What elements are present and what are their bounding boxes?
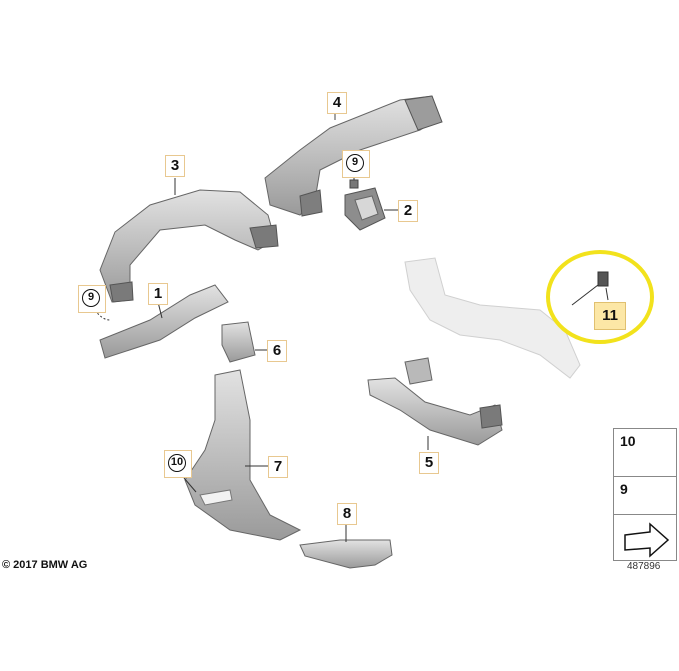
callout-6: 6 — [267, 340, 287, 362]
callout-4: 4 — [327, 92, 347, 114]
callout-9-top: 9 — [342, 150, 370, 178]
legend-box-9: 9 — [613, 476, 677, 515]
part-4-duct — [264, 95, 443, 217]
document-number: 487896 — [627, 561, 661, 572]
callout-7: 7 — [268, 456, 288, 478]
copyright-text: © 2017 BMW AG — [2, 559, 88, 571]
callout-9-left-label: 9 — [82, 289, 100, 307]
part-2-grille — [344, 187, 400, 231]
callout-2: 2 — [398, 200, 418, 222]
callout-9-top-label: 9 — [346, 154, 364, 172]
callout-8: 8 — [337, 503, 357, 525]
callout-5: 5 — [419, 452, 439, 474]
callout-10-label: 10 — [168, 454, 186, 472]
part-7-duct — [183, 369, 302, 541]
legend-num-10: 10 — [620, 433, 636, 449]
highlight-circle — [546, 250, 654, 344]
part-5-duct — [367, 357, 503, 450]
callout-9-left: 9 — [78, 285, 106, 313]
callout-3: 3 — [165, 155, 185, 177]
callout-10: 10 — [164, 450, 192, 478]
part-8-strip — [299, 522, 393, 569]
legend-box-arrow — [613, 514, 677, 561]
part-6-bracket — [221, 321, 268, 363]
legend-box-10: 10 — [613, 428, 677, 477]
part-3-duct — [99, 178, 279, 303]
callout-11: 11 — [594, 302, 626, 330]
legend-num-9: 9 — [620, 481, 628, 497]
ghost-duct — [404, 257, 581, 379]
part-11-plug — [571, 271, 609, 306]
callout-1: 1 — [148, 283, 168, 305]
